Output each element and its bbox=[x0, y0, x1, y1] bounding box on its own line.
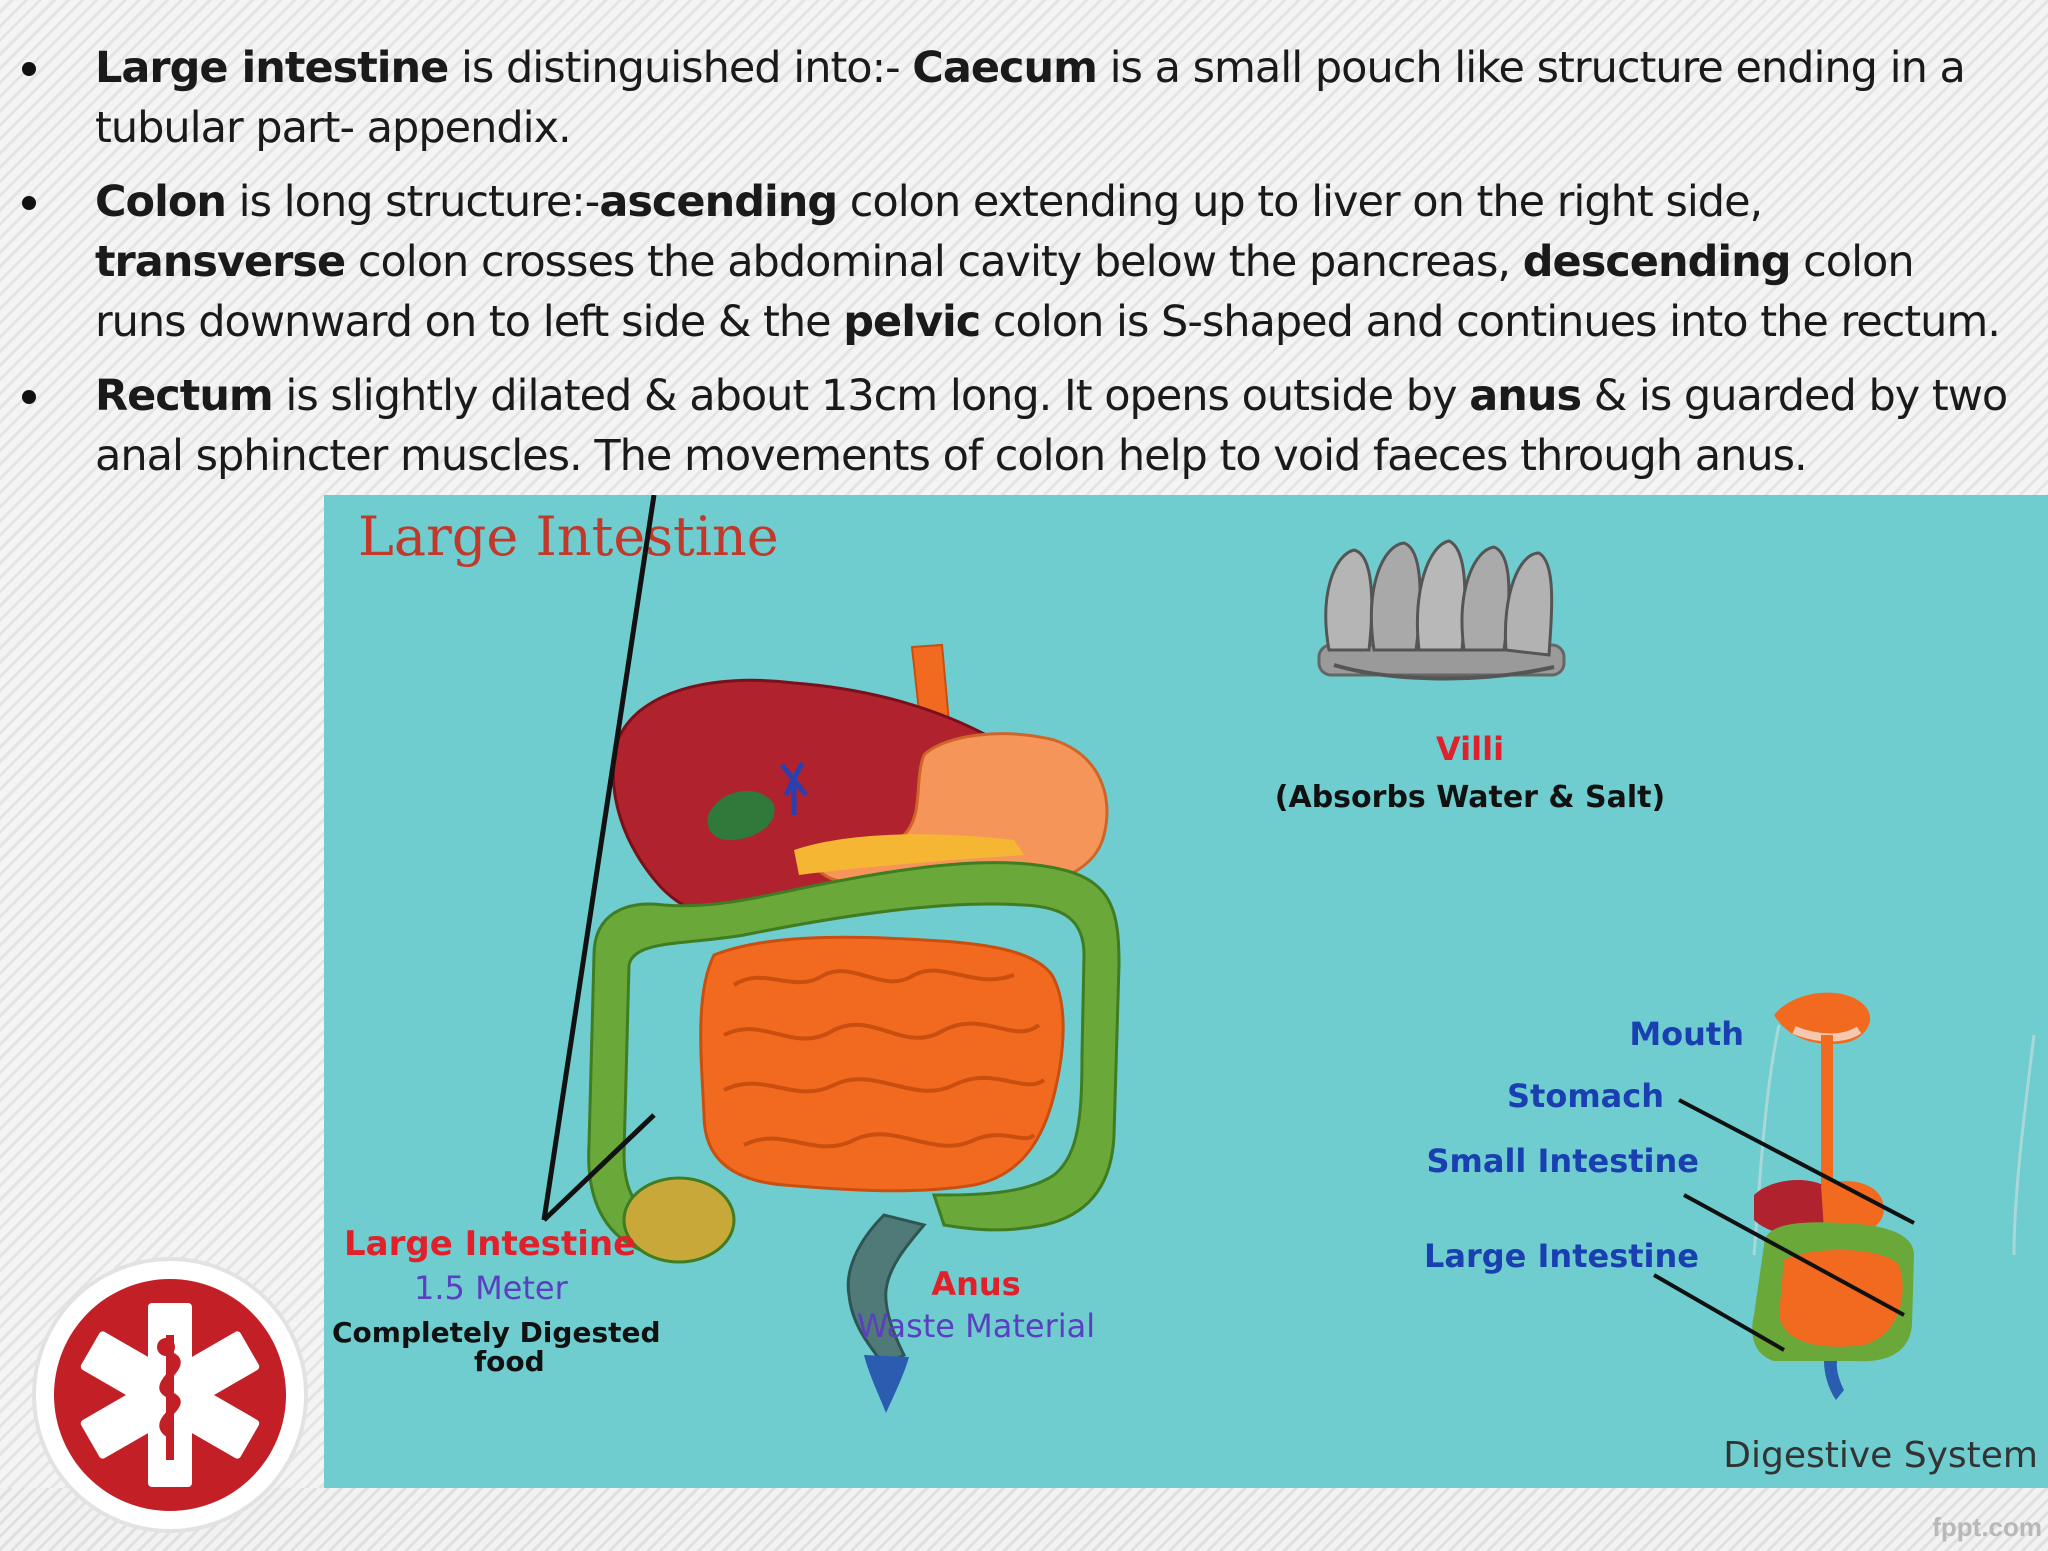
digestive-organs-illustration bbox=[587, 643, 1121, 1413]
bullet-text: colon crosses the abdominal cavity below… bbox=[345, 237, 1523, 287]
bullet-item: Colon is long structure:-ascending colon… bbox=[0, 172, 2048, 352]
bullet-bold-term: Large intestine bbox=[95, 43, 449, 93]
large-intestine-mini-pointer-line bbox=[1653, 1273, 1785, 1352]
bullet-item: Large intestine is distinguished into:- … bbox=[0, 38, 2048, 158]
bullet-bold-term: transverse bbox=[95, 237, 346, 287]
bullet-text: colon is S-shaped and continues into the… bbox=[980, 297, 2001, 347]
medical-star-of-life-icon bbox=[32, 1257, 308, 1533]
anus-label: Anus bbox=[931, 1265, 1020, 1303]
stomach-pointer-line bbox=[1678, 1098, 1915, 1225]
bullet-item: Rectum is slightly dilated & about 13cm … bbox=[0, 366, 2048, 486]
large-intestine-pointer-line bbox=[542, 1113, 656, 1222]
large-intestine-length: 1.5 Meter bbox=[414, 1269, 569, 1307]
fppt-watermark: fppt.com bbox=[1932, 1512, 2042, 1542]
bullet-bold-term: anus bbox=[1469, 371, 1582, 421]
bullet-bold-term: Caecum bbox=[912, 43, 1098, 93]
large-intestine-diagram: Large Intestine Villi (Absorbs Water & S… bbox=[324, 495, 2048, 1488]
large-intestine-note-line2: food bbox=[474, 1345, 545, 1378]
bullet-dot-icon bbox=[22, 390, 36, 404]
stomach-label: Stomach bbox=[1507, 1077, 1664, 1115]
anus-note: Waste Material bbox=[857, 1307, 1095, 1345]
bullet-text: is a small pouch like structure ending i… bbox=[95, 43, 1966, 153]
villi-note: (Absorbs Water & Salt) bbox=[1275, 780, 1665, 815]
large-intestine-mini-label: Large Intestine bbox=[1424, 1237, 1699, 1275]
bullet-list: Large intestine is distinguished into:- … bbox=[0, 38, 2048, 500]
bullet-dot-icon bbox=[22, 62, 36, 76]
bullet-text: is distinguished into:- bbox=[448, 43, 913, 93]
mini-digestive-system-illustration bbox=[1752, 992, 2036, 1400]
digestive-system-caption: Digestive System bbox=[1723, 1435, 2038, 1476]
bullet-bold-term: descending bbox=[1522, 237, 1792, 287]
footer-band bbox=[0, 1488, 2048, 1551]
large-intestine-pointer bbox=[541, 495, 657, 1221]
bullet-bold-term: Colon bbox=[95, 177, 227, 227]
bullet-dot-icon bbox=[22, 196, 36, 210]
diagram-title: Large Intestine bbox=[358, 505, 779, 568]
bullet-bold-term: Rectum bbox=[95, 371, 274, 421]
villi-illustration bbox=[1317, 539, 1566, 681]
villi-label: Villi bbox=[1436, 730, 1504, 768]
bullet-bold-term: ascending bbox=[599, 177, 838, 227]
mouth-label: Mouth bbox=[1629, 1015, 1744, 1053]
bullet-bold-term: pelvic bbox=[843, 297, 981, 347]
bullet-text: is long structure:- bbox=[226, 177, 601, 227]
bullet-text: & is guarded by two anal sphincter muscl… bbox=[95, 371, 2008, 481]
large-intestine-label: Large Intestine bbox=[344, 1224, 636, 1264]
diagram-canvas: Large Intestine Villi (Absorbs Water & S… bbox=[332, 495, 2038, 1476]
small-intestine-pointer-line bbox=[1683, 1193, 1905, 1317]
large-intestine-note-line1: Completely Digested bbox=[332, 1316, 661, 1349]
bullet-text: colon extending up to liver on the right… bbox=[837, 177, 1763, 227]
small-intestine-label: Small Intestine bbox=[1426, 1142, 1699, 1180]
bullet-text: colon runs downward on to left side & th… bbox=[95, 237, 1915, 347]
bullet-text: is slightly dilated & about 13cm long. I… bbox=[272, 371, 1470, 421]
